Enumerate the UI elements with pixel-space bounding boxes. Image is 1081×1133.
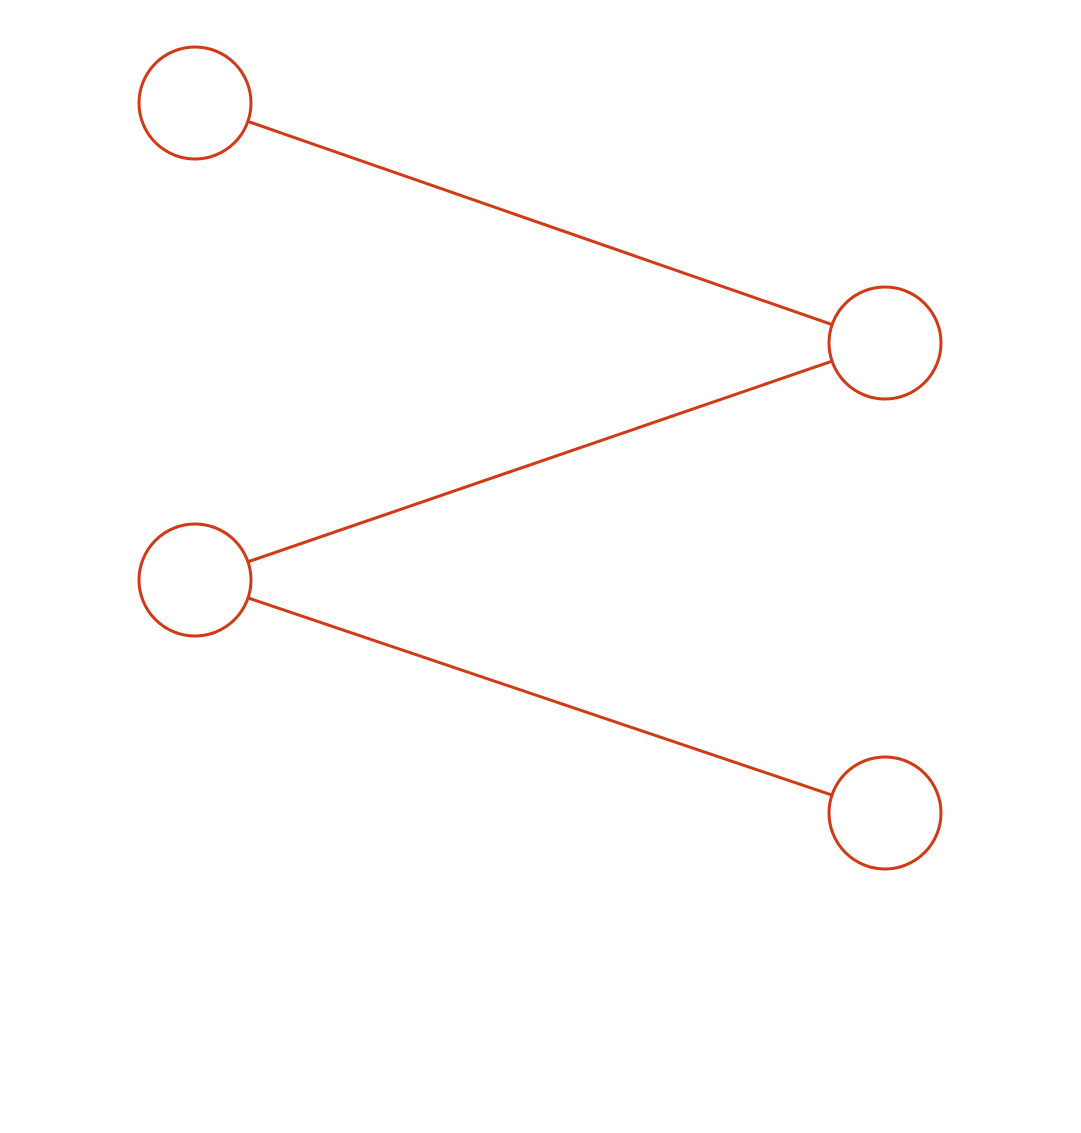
- node-n1: [137, 45, 253, 161]
- edge-n1-n2: [247, 119, 833, 327]
- node-n2: [827, 285, 943, 401]
- edge-n3-n2: [247, 359, 833, 564]
- node-n4: [827, 755, 943, 871]
- node-n3: [137, 522, 253, 638]
- edge-n3-n4: [247, 596, 833, 797]
